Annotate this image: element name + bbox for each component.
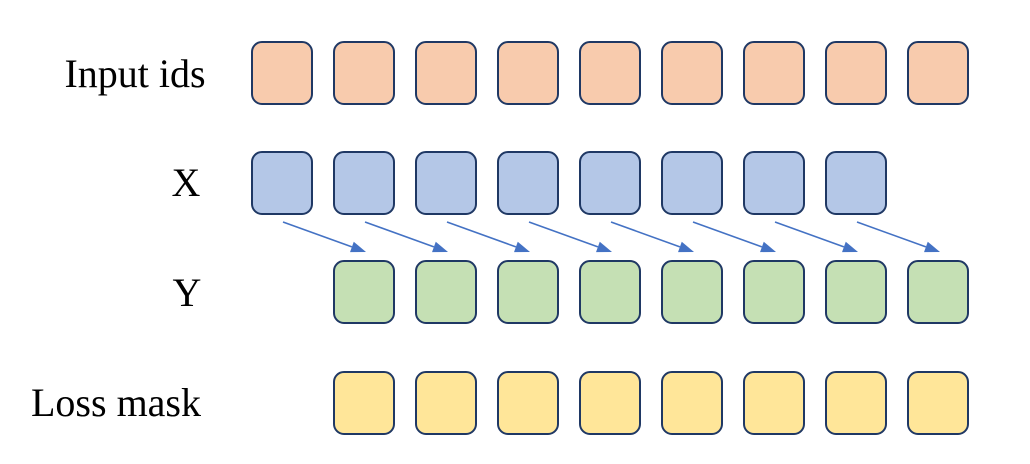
token-cell <box>415 41 477 105</box>
token-cell <box>415 151 477 215</box>
token-cell <box>743 151 805 215</box>
token-cell <box>907 260 969 324</box>
token-cell <box>743 371 805 435</box>
token-cell <box>825 151 887 215</box>
token-cell <box>333 260 395 324</box>
row-loss-mask-cells <box>333 371 969 435</box>
row-input-ids-cells <box>251 41 969 105</box>
token-cell <box>497 41 559 105</box>
token-cell <box>661 260 723 324</box>
row-label-loss-mask: Loss mask <box>31 380 201 425</box>
token-cell <box>743 260 805 324</box>
row-label-x: X <box>171 160 201 205</box>
token-cell <box>333 151 395 215</box>
token-cell <box>825 260 887 324</box>
row-label-y: Y <box>172 270 202 315</box>
token-cell <box>579 151 641 215</box>
token-cell <box>661 371 723 435</box>
row-y-cells <box>333 260 969 324</box>
token-cell <box>907 41 969 105</box>
token-cell <box>743 41 805 105</box>
token-cell <box>333 371 395 435</box>
token-cell <box>579 371 641 435</box>
token-cell <box>333 41 395 105</box>
token-cell <box>825 371 887 435</box>
token-cell <box>825 41 887 105</box>
token-cell <box>251 151 313 215</box>
token-cell <box>497 260 559 324</box>
token-cell <box>907 371 969 435</box>
row-x-cells <box>251 151 887 215</box>
token-cell <box>497 371 559 435</box>
token-cell <box>497 151 559 215</box>
token-cell <box>579 260 641 324</box>
token-cell <box>251 41 313 105</box>
row-label-input-ids: Input ids <box>64 51 206 96</box>
token-cell <box>661 151 723 215</box>
token-cell <box>579 41 641 105</box>
token-cell <box>415 371 477 435</box>
token-cell <box>415 260 477 324</box>
token-cell <box>661 41 723 105</box>
